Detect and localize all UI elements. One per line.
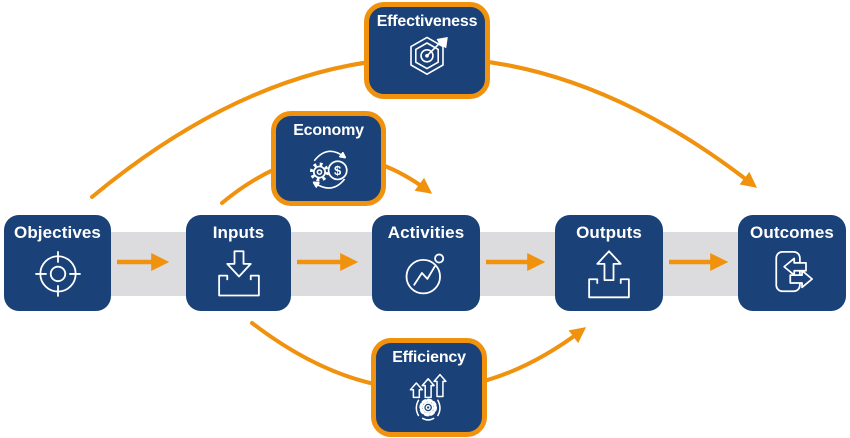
overlay-box-economy: Economy $ [271, 111, 386, 206]
overlay-box-effectiveness: Effectiveness [364, 2, 490, 99]
overlay-label: Economy [293, 122, 364, 139]
stage-box-outcomes: Outcomes [738, 215, 846, 311]
stage-label: Objectives [14, 223, 101, 242]
tray-arrow-up-icon [588, 250, 630, 299]
rising-arrows-gear-icon [409, 373, 447, 421]
exchange-arrows-icon [775, 251, 813, 293]
dollar-sign: $ [334, 163, 342, 178]
hexagon-target-dart-icon [410, 36, 448, 75]
overlay-label: Effectiveness [376, 13, 478, 30]
stage-label: Outputs [576, 223, 642, 242]
stage-label: Inputs [212, 223, 265, 242]
stage-box-objectives: Objectives [4, 215, 111, 311]
stage-box-inputs: Inputs [186, 215, 291, 311]
stage-box-outputs: Outputs [555, 215, 663, 311]
overlay-box-efficiency: Efficiency [371, 338, 487, 437]
stage-label: Activities [387, 223, 465, 242]
stage-label: Outcomes [750, 223, 834, 242]
gear-dollar-cycle-icon: $ [309, 150, 348, 189]
stage-box-activities: Activities [372, 215, 480, 311]
overlay-label: Efficiency [392, 349, 466, 366]
activity-trend-circle-icon [405, 253, 445, 295]
target-crosshair-icon [34, 251, 81, 297]
tray-arrow-down-icon [217, 250, 260, 297]
